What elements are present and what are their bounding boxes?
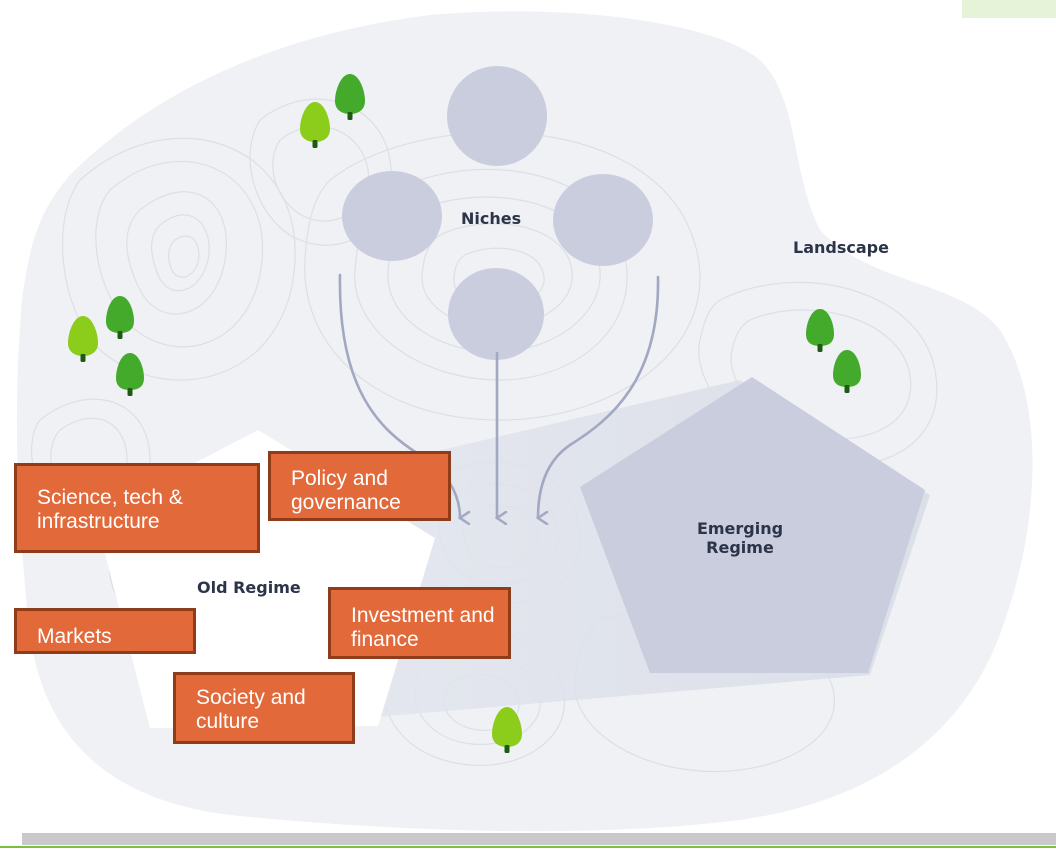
tree-icon <box>833 350 861 393</box>
emerging-regime-shape <box>580 377 925 673</box>
emerging-regime-line1: Emerging <box>696 519 784 538</box>
niche-circle <box>342 171 442 261</box>
tree-icon <box>68 316 98 362</box>
factor-markets: Markets <box>14 608 196 654</box>
footer-bar <box>22 833 1056 845</box>
emerging-regime-label: Emerging Regime <box>680 519 800 557</box>
tree-icon <box>335 74 365 120</box>
landscape-label: Landscape <box>793 238 889 257</box>
corner-accent <box>962 0 1056 18</box>
trees <box>68 74 861 753</box>
factor-society-culture: Society and culture <box>173 672 355 744</box>
factor-markets-text: Markets <box>37 625 112 648</box>
factor-society-culture-text: Society and culture <box>196 686 306 733</box>
niche-arrows <box>338 273 660 518</box>
factor-science-tech-text: Science, tech & infrastructure <box>37 486 183 533</box>
tree-icon <box>106 296 134 339</box>
old-regime-label: Old Regime <box>197 578 301 597</box>
tree-icon <box>116 353 144 396</box>
arrow-right <box>538 275 660 518</box>
tree-icon <box>806 309 834 352</box>
factor-policy-governance-text: Policy and governance <box>291 467 401 514</box>
niches-label: Niches <box>461 209 522 228</box>
arrow-left <box>338 273 460 518</box>
factor-policy-governance: Policy and governance <box>268 451 451 521</box>
emerging-regime-line2: Regime <box>706 538 774 557</box>
niche-circle <box>553 174 653 266</box>
factor-investment-finance-text: Investment and finance <box>351 604 495 651</box>
tree-icon <box>300 102 330 148</box>
factor-science-tech: Science, tech & infrastructure <box>14 463 260 553</box>
tree-icon <box>492 707 522 753</box>
footer-line <box>0 846 1056 848</box>
factor-investment-finance: Investment and finance <box>328 587 511 659</box>
niche-circle <box>448 268 544 360</box>
niche-circle <box>447 66 547 166</box>
